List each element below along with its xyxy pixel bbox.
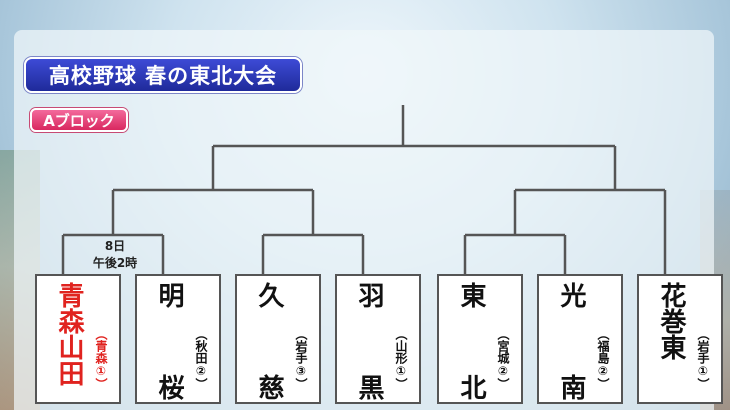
- match-time: 午後2時: [92, 256, 138, 270]
- team-name: 久慈: [254, 282, 284, 400]
- bracket-line-left-half: [111, 146, 315, 235]
- team-prefecture: （岩手③）: [294, 328, 308, 390]
- match-schedule: 8日 午後2時: [70, 238, 160, 272]
- bracket-line-r1-right: [463, 233, 567, 276]
- team-card: 青森山田 （青森①）: [35, 274, 121, 404]
- match-date: 8日: [104, 239, 126, 253]
- team-name: 青森山田: [54, 282, 84, 386]
- team-prefecture: （福島②）: [596, 328, 610, 390]
- team-prefecture: （青森①）: [94, 328, 108, 390]
- team-prefecture: （秋田②）: [194, 328, 208, 390]
- team-name: 羽黒: [354, 282, 384, 400]
- bracket-line-r1-mid: [261, 233, 365, 276]
- team-card: 花巻東 （岩手①）: [637, 274, 723, 404]
- team-name: 光南: [556, 282, 586, 400]
- team-name: 明桜: [154, 282, 184, 400]
- team-name: 東北: [456, 282, 486, 400]
- team-prefecture: （山形①）: [394, 328, 408, 390]
- team-prefecture: （宮城②）: [496, 328, 510, 390]
- team-card: 羽黒 （山形①）: [335, 274, 421, 404]
- team-card: 久慈 （岩手③）: [235, 274, 321, 404]
- block-label: Aブロック: [30, 108, 128, 132]
- bracket-line-r1-left: [61, 233, 165, 276]
- bracket-line-right-half: [513, 146, 667, 276]
- team-name: 花巻東: [656, 282, 686, 360]
- team-card: 光南 （福島②）: [537, 274, 623, 404]
- team-card: 東北 （宮城②）: [437, 274, 523, 404]
- team-prefecture: （岩手①）: [696, 328, 710, 390]
- tournament-title: 高校野球 春の東北大会: [24, 57, 302, 93]
- team-card: 明桜 （秋田②）: [135, 274, 221, 404]
